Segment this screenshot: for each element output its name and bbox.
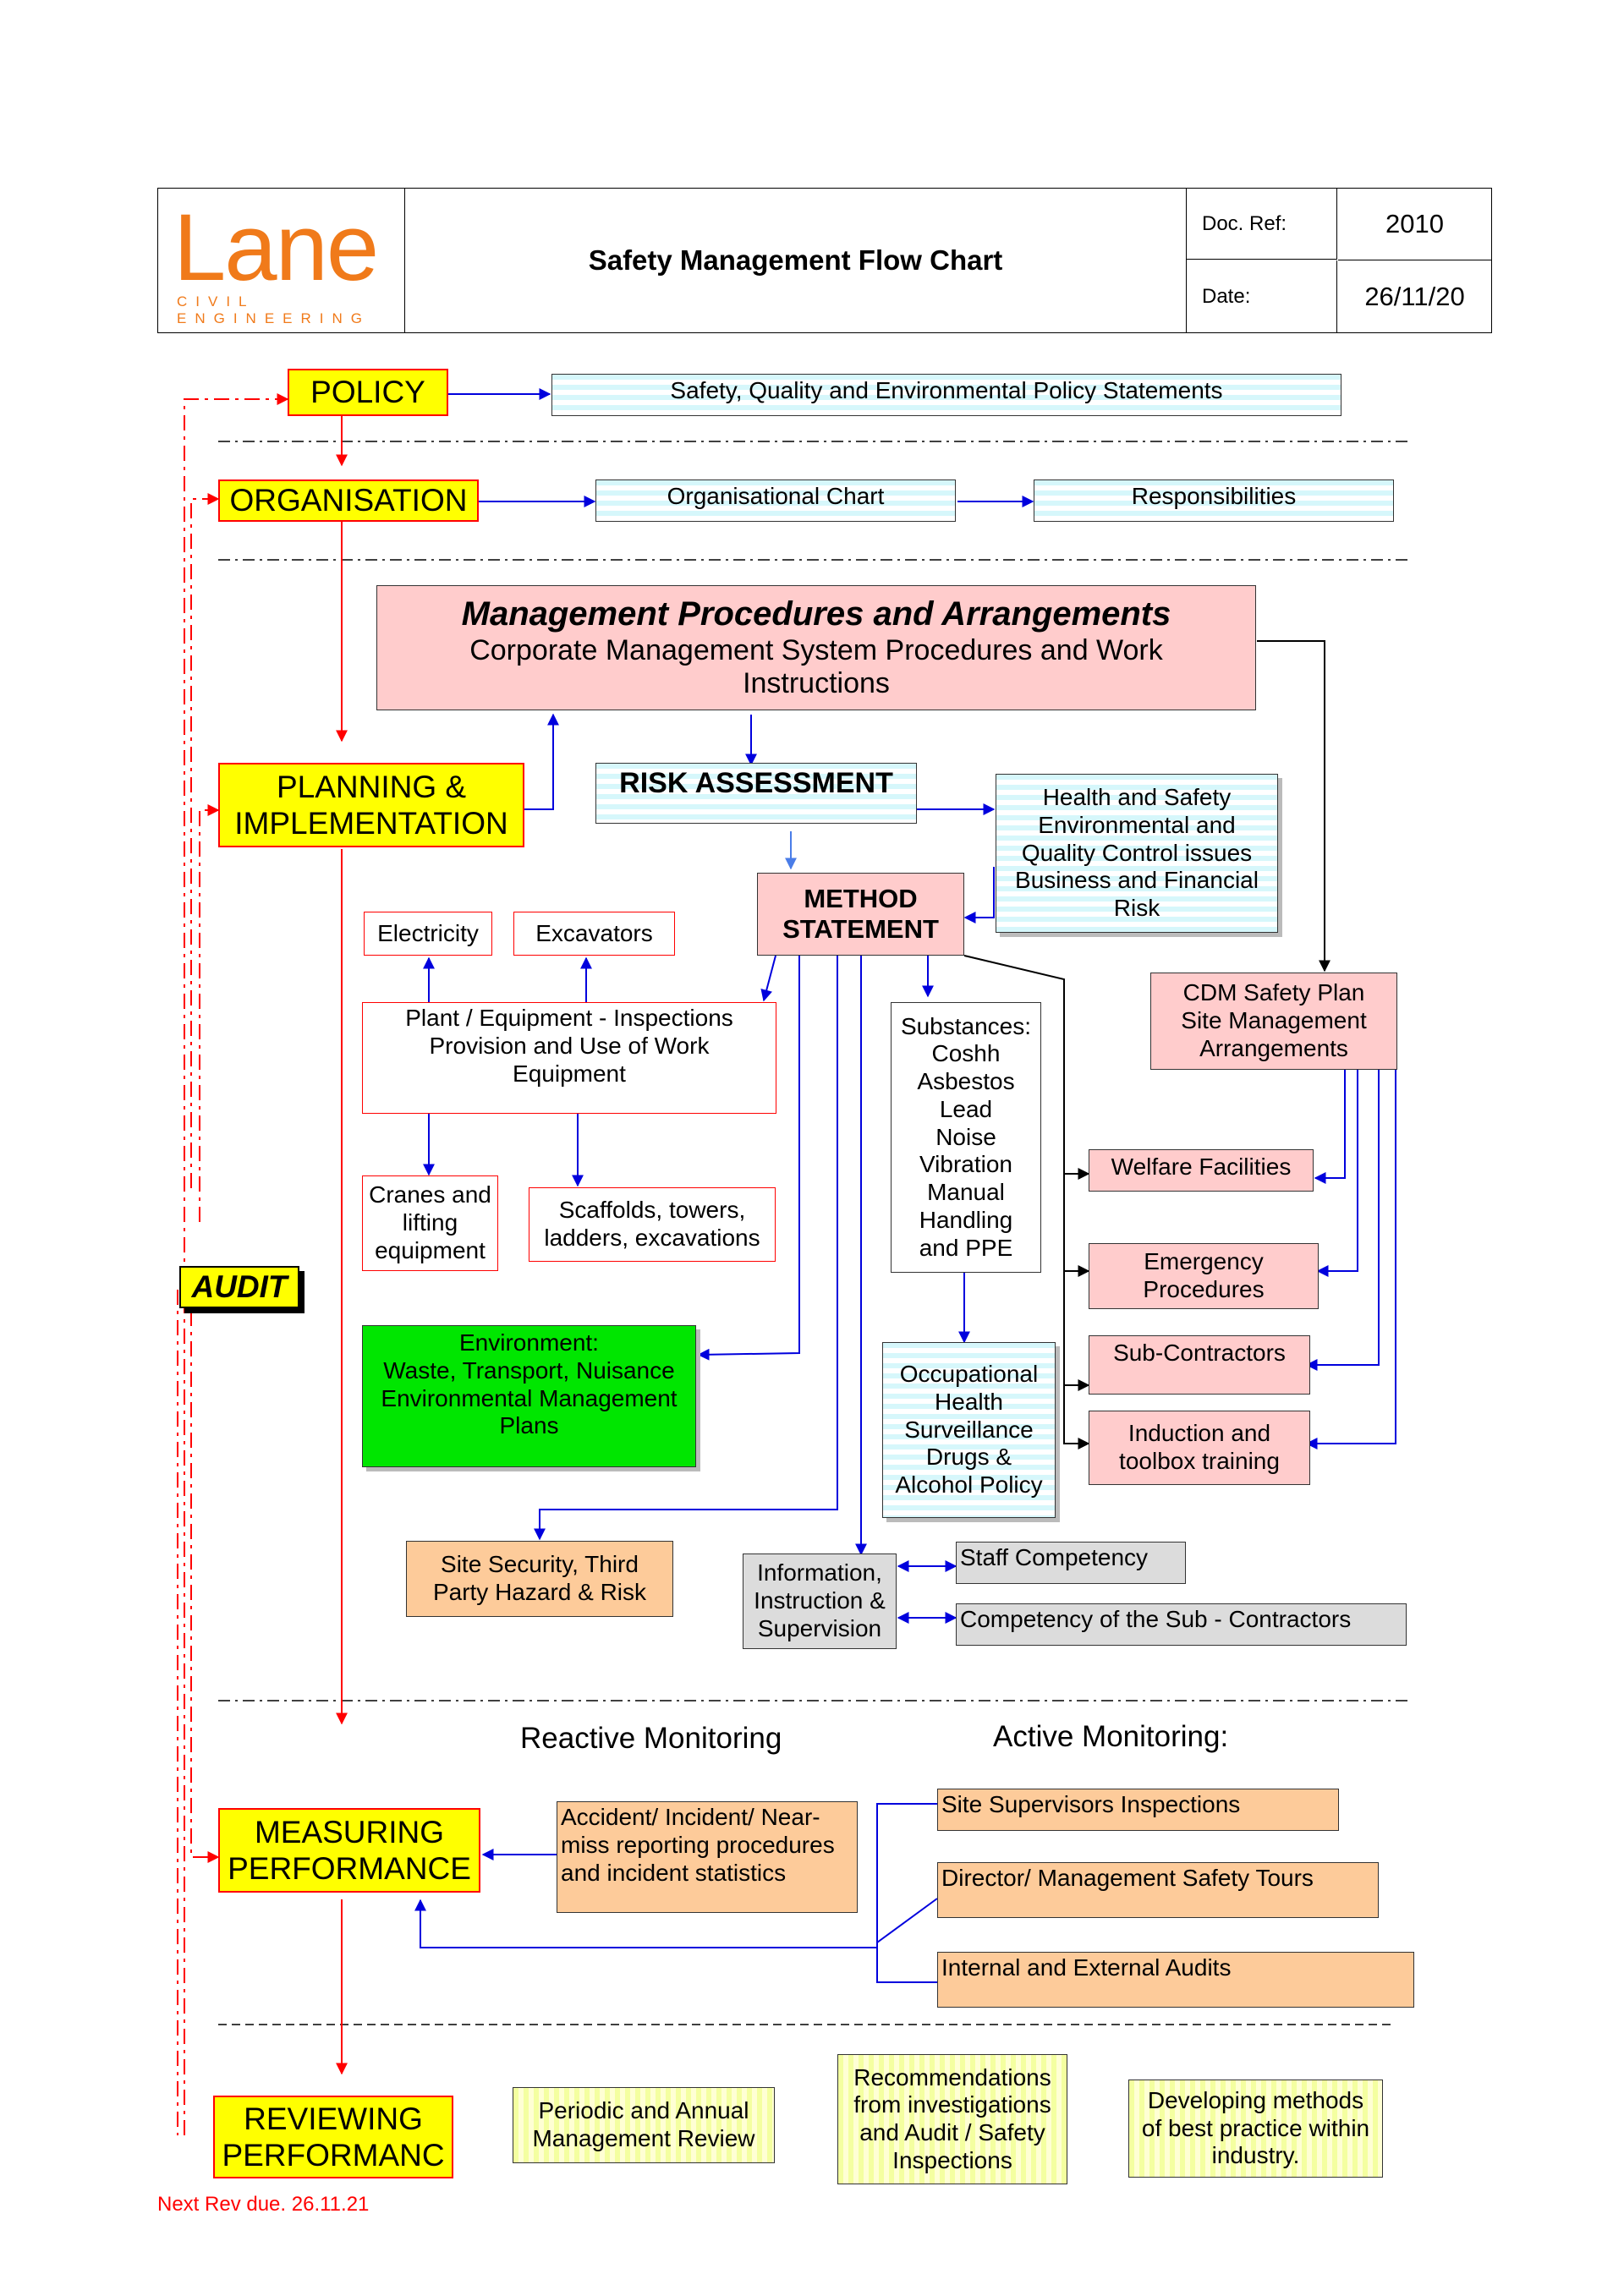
best-practice-box: Developing methods of best practice with… [1128,2080,1383,2178]
electricity-box: Electricity [364,912,492,956]
site-security-box: Site Security, Third Party Hazard & Risk [406,1541,673,1617]
active-monitoring-heading: Active Monitoring: [993,1720,1229,1753]
document-header: Lane CIVIL ENGINEERING Safety Management… [157,188,1492,333]
hs-issues-box: Health and Safety Environmental and Qual… [996,774,1278,933]
cranes-box: Cranes and lifting equipment [362,1175,498,1271]
page-title: Safety Management Flow Chart [405,189,1187,332]
next-revision-note: Next Rev due. 26.11.21 [157,2193,370,2216]
information-instruction-box: Information, Instruction & Supervision [743,1553,897,1649]
stage-audit: AUDIT [179,1266,299,1308]
excavators-box: Excavators [513,912,675,956]
periodic-review-box: Periodic and Annual Management Review [513,2087,775,2163]
policy-statements-box: Safety, Quality and Environmental Policy… [551,374,1341,416]
logo: Lane CIVIL ENGINEERING [158,189,405,332]
accident-reporting-box: Accident/ Incident/ Near- miss reporting… [557,1801,858,1913]
internal-external-audits-box: Internal and External Audits [937,1952,1414,2008]
plant-equipment-box: Plant / Equipment - Inspections Provisio… [362,1002,776,1114]
logo-tagline: CIVIL ENGINEERING [177,293,371,326]
staff-competency-box: Staff Competency [956,1542,1186,1584]
stage-planning-implementation: PLANNING & IMPLEMENTATION [218,763,524,847]
date-value: 26/11/20 [1364,281,1465,311]
sub-contractors-box: Sub-Contractors [1089,1335,1310,1395]
risk-assessment-box: RISK ASSESSMENT [595,763,917,824]
reactive-monitoring-heading: Reactive Monitoring [520,1722,782,1755]
stage-measuring-performance: MEASURING PERFORMANCE [218,1808,480,1893]
site-supervisors-box: Site Supervisors Inspections [937,1789,1339,1831]
welfare-facilities-box: Welfare Facilities [1089,1149,1314,1192]
director-tours-box: Director/ Management Safety Tours [937,1862,1379,1918]
organisational-chart-box: Organisational Chart [595,479,956,522]
date-label: Date: [1187,260,1337,332]
stage-reviewing-performance: REVIEWING PERFORMANC [213,2096,453,2178]
stage-policy: POLICY [288,369,448,416]
substances-box: Substances: Coshh Asbestos Lead Noise Vi… [891,1002,1041,1273]
logo-wordmark: Lane [173,195,379,300]
cdm-safety-plan-box: CDM Safety Plan Site Management Arrangem… [1150,973,1397,1070]
procedures-subtitle: Corporate Management System Procedures a… [469,633,1163,700]
scaffolds-box: Scaffolds, towers, ladders, excavations [529,1187,776,1262]
sub-contractor-competency-box: Competency of the Sub - Contractors [956,1603,1407,1646]
emergency-procedures-box: Emergency Procedures [1089,1243,1319,1309]
responsibilities-box: Responsibilities [1034,479,1394,522]
occupational-health-box: Occupational Health Surveillance Drugs &… [882,1342,1056,1518]
doc-ref-value: 2010 [1338,189,1491,260]
doc-ref-label: Doc. Ref: [1187,189,1337,260]
recommendations-box: Recommendations from investigations and … [837,2054,1067,2184]
environment-box: Environment: Waste, Transport, Nuisance … [362,1325,696,1467]
method-statement-box: METHOD STATEMENT [757,873,964,956]
management-procedures-box: Management Procedures and Arrangements C… [376,585,1256,710]
induction-training-box: Induction and toolbox training [1089,1411,1310,1485]
stage-organisation: ORGANISATION [218,479,479,522]
procedures-title: Management Procedures and Arrangements [461,595,1171,633]
